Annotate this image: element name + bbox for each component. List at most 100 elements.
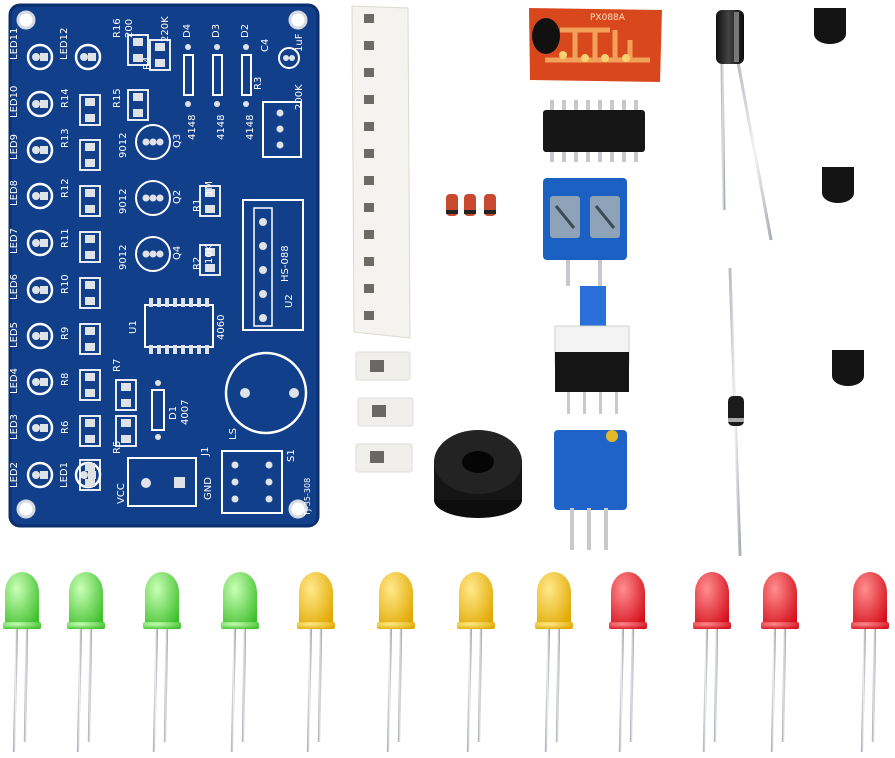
led-pad xyxy=(32,471,40,479)
value-4148-a: 4148 xyxy=(187,115,198,140)
led-rim xyxy=(67,622,105,629)
label-r14: R14 xyxy=(60,88,71,108)
label-led6: LED6 xyxy=(9,274,20,300)
resistor-pad xyxy=(85,114,95,122)
led-body xyxy=(763,572,797,628)
resistor-footprint xyxy=(79,94,101,126)
smd-resistor-chip xyxy=(364,95,374,104)
led-pad xyxy=(88,471,96,479)
label-q2: Q2 xyxy=(172,190,183,204)
led-lead xyxy=(477,621,483,743)
label-r6: R6 xyxy=(60,421,71,434)
label-led7: LED7 xyxy=(9,228,20,254)
led-yellow xyxy=(535,572,573,753)
resistor-pad xyxy=(85,143,95,151)
pcb-switch-footprint xyxy=(221,450,283,514)
label-led5: LED5 xyxy=(9,322,20,348)
resistor-pad xyxy=(205,248,215,256)
smd-resistor-chip xyxy=(364,149,374,158)
led-lead xyxy=(629,621,635,743)
smd-resistor-chip xyxy=(364,41,374,50)
resistor-pad xyxy=(85,463,95,471)
led-rim xyxy=(297,622,335,629)
value-200k: 200K xyxy=(294,84,305,110)
pir-sensor-module: PX088A xyxy=(529,8,662,82)
ic-pad xyxy=(157,298,161,307)
led-footprint xyxy=(26,43,54,71)
label-9012-q3: 9012 xyxy=(118,133,129,158)
led-rim xyxy=(609,622,647,629)
ic-leg xyxy=(574,100,578,114)
led-footprint xyxy=(26,322,54,350)
smd-resistor-chip xyxy=(364,14,374,23)
led-lead xyxy=(386,621,393,753)
ic-leg xyxy=(550,100,554,114)
led-body xyxy=(145,572,179,628)
resistor-pad xyxy=(121,435,131,443)
pcb-transistor-footprints xyxy=(135,124,171,272)
ic-leg xyxy=(586,148,590,162)
led-lead xyxy=(713,621,719,743)
resistor-pad xyxy=(85,419,95,427)
label-led3: LED3 xyxy=(9,414,20,440)
led-lead xyxy=(163,621,169,743)
ic-pad xyxy=(165,298,169,307)
label-c4: C4 xyxy=(260,39,271,52)
led-lead xyxy=(23,621,29,743)
resistor-pad xyxy=(85,189,95,197)
resistor-pad xyxy=(205,205,215,213)
resistor-pad xyxy=(133,93,143,101)
resistor-pad xyxy=(85,205,95,213)
led-green xyxy=(3,572,41,753)
led-pad xyxy=(88,53,96,61)
resistor-footprint xyxy=(127,34,149,66)
label-d2: D2 xyxy=(240,24,251,38)
led-pad xyxy=(80,471,88,479)
smd-resistor-chip xyxy=(364,203,374,212)
led-pad xyxy=(32,239,40,247)
led-pad xyxy=(32,53,40,61)
smd-resistor-chip xyxy=(364,230,374,239)
label-9012-q4: 9012 xyxy=(118,245,129,270)
led-pad xyxy=(32,146,40,154)
led-rim xyxy=(851,622,889,629)
led-footprint xyxy=(26,276,54,304)
label-led12: LED12 xyxy=(59,28,70,60)
pcb-diode-d1 xyxy=(151,380,165,440)
led-pad xyxy=(32,100,40,108)
ic-leg xyxy=(634,100,638,114)
value-220k: 220K xyxy=(160,16,171,42)
led-footprint xyxy=(26,368,54,396)
push-switch xyxy=(554,286,630,414)
label-r13: R13 xyxy=(60,128,71,148)
led-body xyxy=(5,572,39,628)
led-row xyxy=(3,572,889,753)
led-red xyxy=(609,572,647,753)
label-q4: Q4 xyxy=(172,246,183,260)
ic-leg xyxy=(550,148,554,162)
label-9012-q2: 9012 xyxy=(118,189,129,214)
smd-resistor-chip xyxy=(364,68,374,77)
value-1uf: 1uF xyxy=(294,33,305,52)
led-red xyxy=(851,572,889,753)
smd-resistors-loose xyxy=(355,351,414,473)
label-gnd: GND xyxy=(203,477,214,500)
ic-pad xyxy=(173,345,177,354)
ic-leg xyxy=(598,148,602,162)
led-body xyxy=(853,572,887,628)
buzzer xyxy=(434,430,522,518)
label-r15: R15 xyxy=(112,88,123,108)
ic-leg xyxy=(610,100,614,114)
resistor-pad xyxy=(121,419,131,427)
transistor-body xyxy=(822,167,854,203)
led-rim xyxy=(457,622,495,629)
resistor-pad xyxy=(205,189,215,197)
smd-resistor-tape xyxy=(351,5,411,339)
resistor-footprint xyxy=(127,89,149,121)
led-pad xyxy=(40,286,48,294)
led-rim xyxy=(221,622,259,629)
label-led8: LED8 xyxy=(9,180,20,206)
pcb-ic-footprint xyxy=(144,298,214,354)
ic-pad xyxy=(181,298,185,307)
